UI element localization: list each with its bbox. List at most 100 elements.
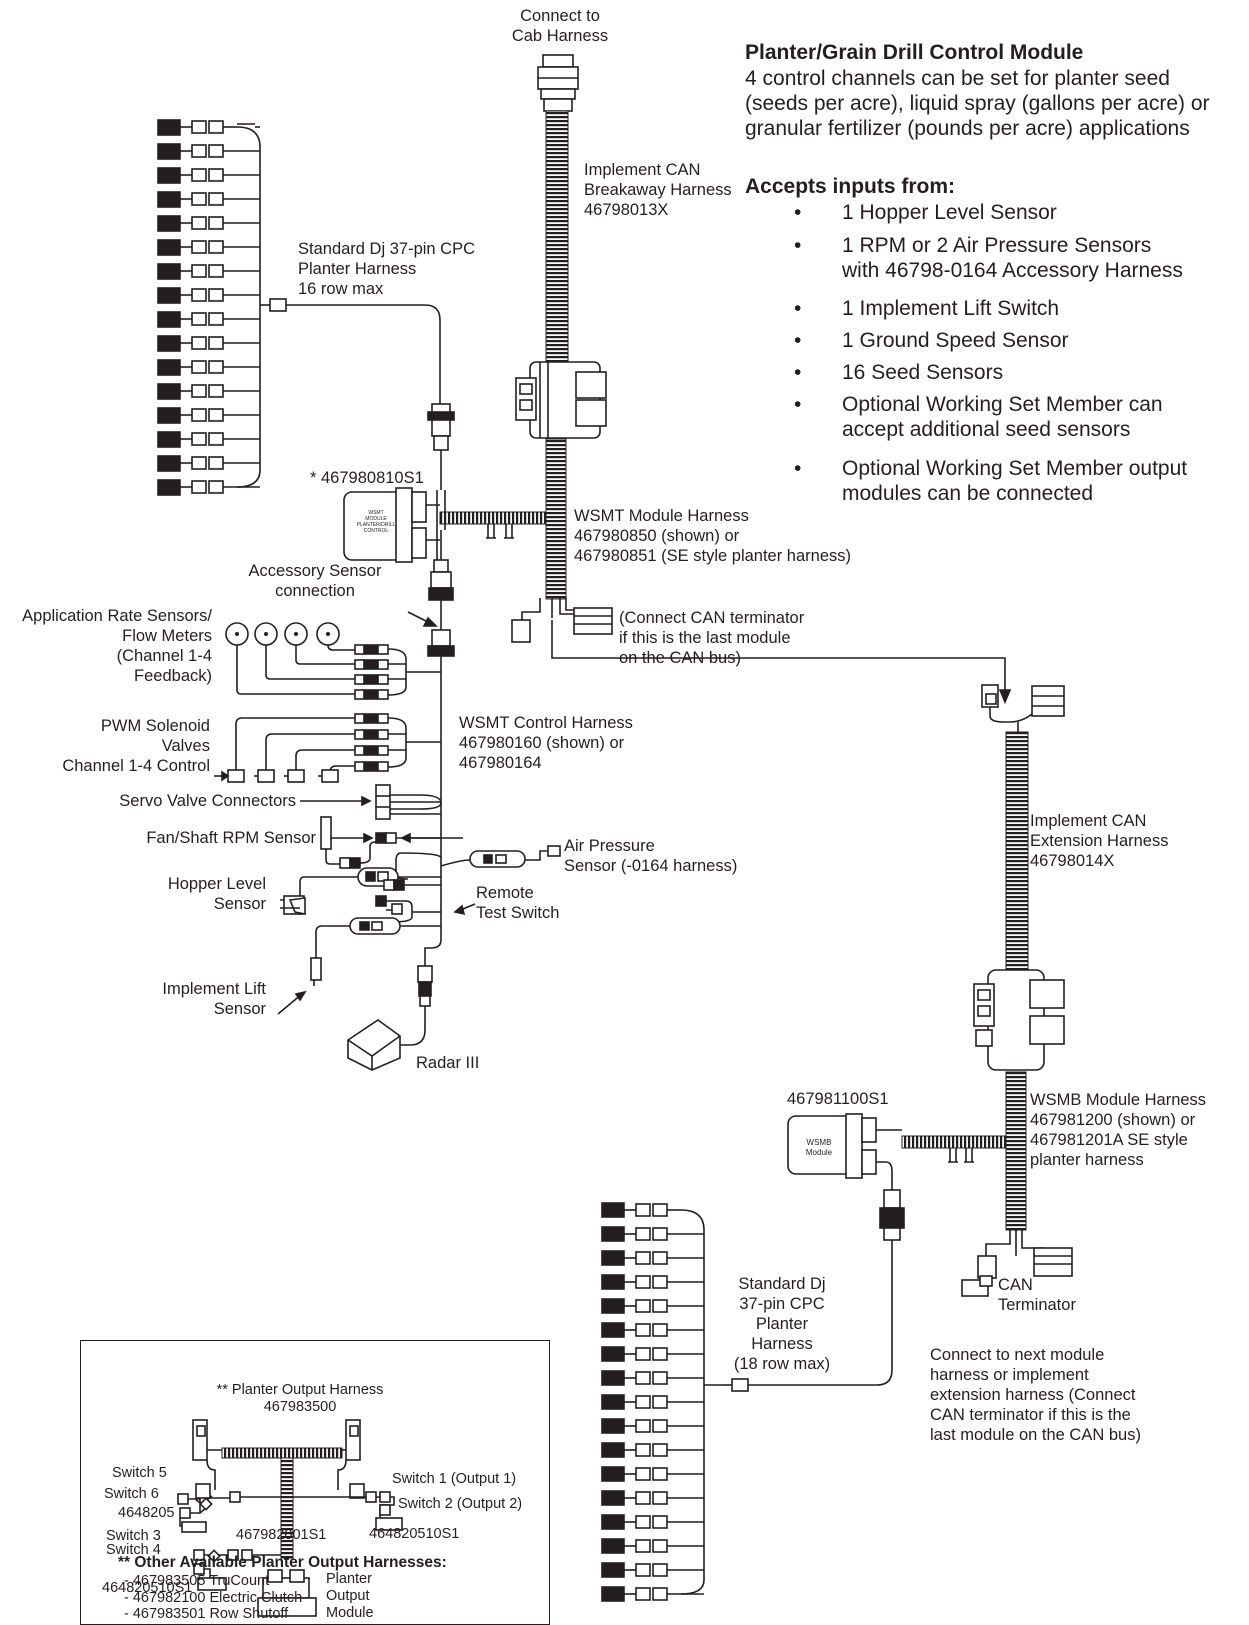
input-item-label: 16 Seed Sensors: [842, 361, 1004, 384]
wsmb-harness-label-line: 467981200 (shown) or: [1030, 1111, 1196, 1129]
other-harness-item: - 467982100 Electric Clutch: [124, 1590, 303, 1606]
cab-harness-label: Connect to Cab Harness: [505, 6, 615, 46]
bullet-icon: •: [794, 329, 802, 352]
output-module-label-line: Module: [326, 1605, 374, 1621]
breakaway-harness-label-line: Breakaway Harness: [584, 181, 732, 199]
wsmb-cable: [722, 1189, 905, 1392]
bullet-icon: •: [794, 297, 802, 320]
breakaway-harness-label-line: Implement CAN: [584, 161, 701, 179]
switch-4-label: Switch 4: [106, 1542, 161, 1558]
control-harness-label-line: WSMT Control Harness: [459, 714, 633, 732]
accessory-sensor-label-line: connection: [275, 582, 355, 600]
wsmb-harness-label: WSMB Module Harness 467981200 (shown) or…: [1030, 1090, 1206, 1170]
switch-3-label: Switch 3: [106, 1528, 161, 1544]
implement-lift-label-line: Sensor: [213, 1000, 266, 1018]
radar-iii: [347, 939, 442, 1071]
junction-block-top: [515, 361, 607, 439]
module-title: Planter/Grain Drill Control Module: [745, 41, 1084, 64]
module-description-line: 4 control channels can be set for plante…: [745, 67, 1170, 90]
bullet-icon: •: [794, 361, 802, 384]
flow-meters: [225, 622, 441, 700]
radar-label: Radar III: [416, 1054, 480, 1072]
wsmt-cable-stack: [427, 403, 455, 940]
row-connectors-top: [157, 119, 260, 496]
input-item: • 16 Seed Sensors: [794, 360, 1004, 385]
wsmt-module-harness-label-line: WSMT Module Harness: [574, 507, 749, 525]
wsmb-module-text: WSMB Module: [794, 1138, 844, 1158]
module-description-line: (seeds per acre), liquid spray (gallons …: [745, 92, 1210, 115]
inset-drawing: [177, 1419, 403, 1617]
application-rate-label-line: Feedback): [134, 667, 212, 685]
switch-1-label: Switch 1 (Output 1): [392, 1471, 517, 1487]
next-module-note-line: extension harness (Connect: [930, 1386, 1136, 1404]
inset-title: ** Planter Output Harness 467983500: [190, 1382, 410, 1416]
hopper-level-label: Hopper Level Sensor: [100, 874, 266, 914]
remote-test-label-line: Remote: [476, 884, 534, 902]
implement-lift-label: Implement Lift Sensor: [100, 979, 266, 1019]
next-module-note-line: last module on the CAN bus): [930, 1426, 1141, 1444]
extension-harness-label-line: Implement CAN: [1030, 812, 1147, 830]
wsmt-module-body: [343, 487, 440, 563]
wsmb-harness-label-line: 467981201A SE style: [1030, 1131, 1188, 1149]
bullet-icon: •: [794, 234, 802, 257]
wsmt-branch-taps: [486, 524, 514, 539]
extension-harness-label-line: 46798014X: [1030, 852, 1115, 870]
wsmb-module-text-line: Module: [805, 1148, 833, 1157]
breakaway-harness-label-line: 46798013X: [584, 201, 669, 219]
left-switch-part-label: 464820510S1: [102, 1580, 193, 1596]
wsmb-module-text-line: WSMB: [806, 1138, 832, 1147]
row-connectors-bottom: [601, 1202, 704, 1602]
planter-harness-top-label: Standard Dj 37-pin CPC Planter Harness 1…: [298, 239, 475, 299]
part-4648205-label: 4648205: [118, 1505, 175, 1521]
planter-harness-bottom-label-line: 37-pin CPC: [739, 1295, 825, 1313]
other-harnesses-title: ** Other Available Planter Output Harnes…: [118, 1554, 447, 1571]
can-terminator-label-line: CAN: [998, 1276, 1033, 1294]
inputs-title: Accepts inputs from:: [745, 175, 956, 198]
next-module-note-line: harness or implement: [930, 1366, 1089, 1384]
junction-block-bottom: [973, 969, 1065, 1071]
other-harness-item: - 467983505 TruCount: [124, 1573, 270, 1589]
planter-harness-top-label-line: 16 row max: [298, 280, 384, 298]
inset-title-line: ** Planter Output Harness: [216, 1382, 384, 1398]
bullet-icon: •: [794, 201, 802, 224]
terminator-note: (Connect CAN terminator if this is the l…: [619, 608, 804, 668]
wsmt-module-harness-trunk: [545, 438, 567, 600]
remote-test-label-line: Test Switch: [476, 904, 560, 922]
bullet-icon: •: [794, 457, 802, 480]
air-pressure-label-line: Air Pressure: [564, 837, 655, 855]
output-module-label-line: Planter: [326, 1571, 372, 1587]
servo-valve-label: Servo Valve Connectors: [119, 792, 296, 810]
planter-harness-top-label-line: Planter Harness: [298, 260, 417, 278]
wsmt-module-text-line: MODULE: [365, 516, 387, 522]
output-module-part-number: 467982001S1: [236, 1527, 327, 1543]
extension-top-connectors: [981, 684, 1065, 732]
control-harness-label: WSMT Control Harness 467980160 (shown) o…: [459, 713, 633, 773]
input-item-label: Optional Working Set Member output: [842, 457, 1188, 480]
remote-test-switch: [375, 895, 476, 923]
terminator-note-line: on the CAN bus): [619, 649, 741, 667]
application-rate-label: Application Rate Sensors/ Flow Meters (C…: [0, 606, 212, 686]
breakaway-harness-label: Implement CAN Breakaway Harness 46798013…: [584, 160, 732, 220]
air-pressure-label: Air Pressure Sensor (-0164 harness): [564, 836, 737, 876]
wsmt-module-harness-label-line: 467980851 (SE style planter harness): [574, 547, 852, 565]
module-description: 4 control channels can be set for plante…: [745, 66, 1210, 141]
switch-5-label: Switch 5: [112, 1465, 167, 1481]
next-module-note: Connect to next module harness or implem…: [930, 1345, 1141, 1445]
wsmt-module-text-line: CONTROL: [363, 528, 389, 534]
input-item-label: 1 RPM or 2 Air Pressure Sensors: [842, 234, 1152, 257]
fan-rpm-label: Fan/Shaft RPM Sensor: [146, 829, 316, 847]
pwm-valves-label-line: Channel 1-4 Control: [62, 757, 210, 775]
wsmb-module-body: [787, 1113, 902, 1190]
pwm-valves-label: PWM Solenoid Valves Channel 1-4 Control: [20, 716, 210, 776]
extension-harness-label-line: Extension Harness: [1030, 832, 1169, 850]
application-rate-label-line: Application Rate Sensors/: [22, 607, 212, 625]
wsmt-module-harness-label: WSMT Module Harness 467980850 (shown) or…: [574, 506, 851, 566]
input-item-label: 1 Ground Speed Sensor: [842, 329, 1069, 352]
planter-harness-bottom: [601, 1202, 722, 1602]
wsmt-module-harness-branch: [439, 511, 547, 525]
pwm-valves: [214, 713, 441, 783]
bullet-icon: •: [794, 393, 802, 416]
implement-lift-label-line: Implement Lift: [162, 980, 266, 998]
